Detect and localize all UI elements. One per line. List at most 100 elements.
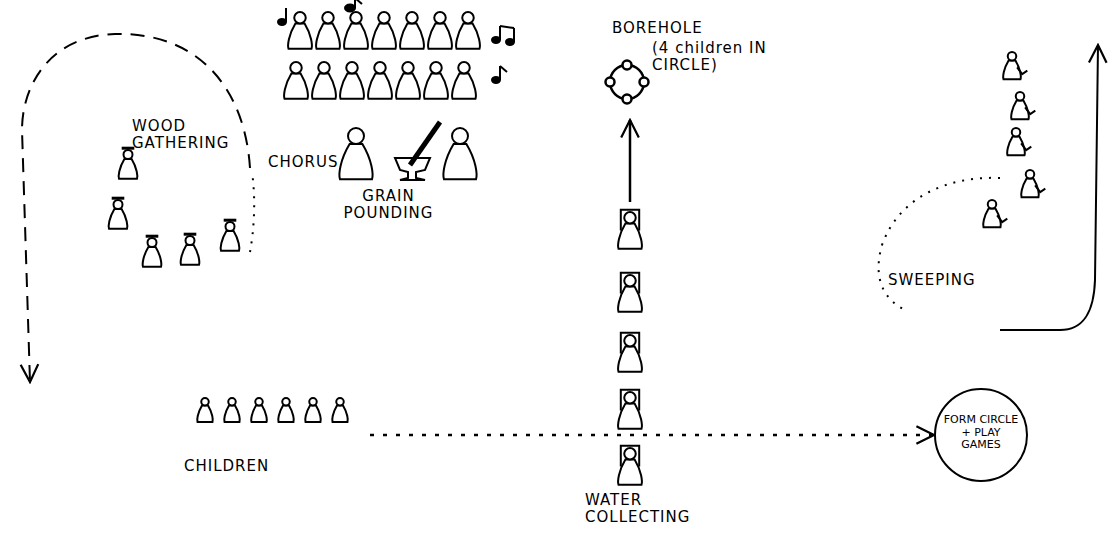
activity-group: GRAIN POUNDING xyxy=(336,186,446,236)
people-figures xyxy=(109,12,1046,485)
figure-body xyxy=(424,74,448,99)
figure-head xyxy=(1026,170,1035,179)
figure-body xyxy=(284,74,308,99)
figure-head xyxy=(124,150,133,159)
figure-head xyxy=(201,398,209,406)
figure-body xyxy=(224,406,240,423)
person-figure xyxy=(443,128,476,179)
figure-head xyxy=(294,12,306,24)
figure-body xyxy=(368,74,392,99)
figure-head xyxy=(1008,52,1017,61)
broom xyxy=(1021,143,1031,150)
figure-head xyxy=(282,398,290,406)
person-figure xyxy=(197,398,213,422)
figure-body xyxy=(396,74,420,99)
figure-head xyxy=(1012,128,1021,137)
figure-head xyxy=(186,236,195,245)
figure-head xyxy=(346,62,358,74)
figure-head xyxy=(114,200,123,209)
person-figure xyxy=(339,128,372,179)
node-label: CHILDREN xyxy=(184,458,324,475)
person-figure xyxy=(224,398,240,422)
figure-head xyxy=(348,128,364,144)
person-figure xyxy=(456,12,480,49)
figure-head xyxy=(148,238,157,247)
loop-arrow xyxy=(1000,45,1098,330)
figure-body xyxy=(119,159,138,179)
wood-bundle xyxy=(184,233,197,236)
figure-body xyxy=(109,209,128,229)
person-figure xyxy=(983,200,1007,227)
figure-head xyxy=(228,398,236,406)
figure-body xyxy=(456,24,480,49)
node-label: FORM CIRCLE + PLAY GAMES xyxy=(942,414,1020,452)
figure-head xyxy=(462,12,474,24)
figure-body xyxy=(288,24,312,49)
figure-body xyxy=(428,24,452,49)
figure-body xyxy=(181,245,200,265)
figure-body xyxy=(340,74,364,99)
node-label: GRAIN POUNDING xyxy=(336,188,441,223)
figure-body xyxy=(316,24,340,49)
figure-head xyxy=(406,12,418,24)
person-figure xyxy=(340,62,364,99)
person-figure xyxy=(143,236,162,267)
person-figure xyxy=(396,62,420,99)
figure-head xyxy=(309,398,317,406)
person-figure xyxy=(424,62,448,99)
figure-head xyxy=(1016,92,1025,101)
activity-group: WOOD GATHERING xyxy=(120,118,245,163)
node-label: SWEEPING xyxy=(888,272,1006,289)
node-label: CHORUS xyxy=(268,154,358,171)
person-figure xyxy=(181,234,200,265)
figure-head xyxy=(350,12,362,24)
figure-head xyxy=(988,200,997,209)
figure-body xyxy=(332,406,348,423)
person-figure xyxy=(372,12,396,49)
node-label: WOOD GATHERING xyxy=(132,118,232,153)
figure-body xyxy=(305,406,321,423)
person-figure xyxy=(305,398,321,422)
person-figure xyxy=(618,210,642,249)
music-notes xyxy=(278,0,514,83)
figure-body xyxy=(312,74,336,99)
person-figure xyxy=(278,398,294,422)
figure-head xyxy=(374,62,386,74)
loop-dotted xyxy=(879,178,1000,310)
person-figure xyxy=(221,220,240,251)
figure-head xyxy=(624,212,636,224)
person-figure xyxy=(618,446,642,485)
connector-arrow xyxy=(370,434,934,437)
person-figure xyxy=(1021,170,1045,197)
figure-body xyxy=(278,406,294,423)
figure-head xyxy=(624,448,636,460)
figure-head xyxy=(434,12,446,24)
person-figure xyxy=(1003,52,1027,79)
broom xyxy=(1017,67,1027,74)
person-figure xyxy=(618,333,642,372)
figure-body xyxy=(372,24,396,49)
figure-body xyxy=(344,24,368,49)
figure-body xyxy=(221,231,240,251)
activity-group: SWEEPING xyxy=(888,268,1006,296)
activity-group: CHORUS xyxy=(268,152,358,178)
circle-node: FORM CIRCLE + PLAY GAMES xyxy=(934,388,1028,482)
figure-head xyxy=(290,62,302,74)
person-figure xyxy=(618,390,642,429)
figure-head xyxy=(255,398,263,406)
person-figure xyxy=(400,12,424,49)
figure-head xyxy=(322,12,334,24)
water-jug xyxy=(621,333,639,354)
person-figure xyxy=(344,12,368,49)
figure-head xyxy=(378,12,390,24)
figure-body xyxy=(339,144,372,179)
activity-group: BOREHOLE(4 children IN CIRCLE) xyxy=(600,16,800,120)
figure-head xyxy=(624,275,636,287)
figure-body xyxy=(143,247,162,267)
node-note: (4 children IN CIRCLE) xyxy=(652,40,797,75)
figure-head xyxy=(318,62,330,74)
person-figure xyxy=(1007,128,1031,155)
person-figure xyxy=(316,12,340,49)
figure-body xyxy=(452,74,476,99)
